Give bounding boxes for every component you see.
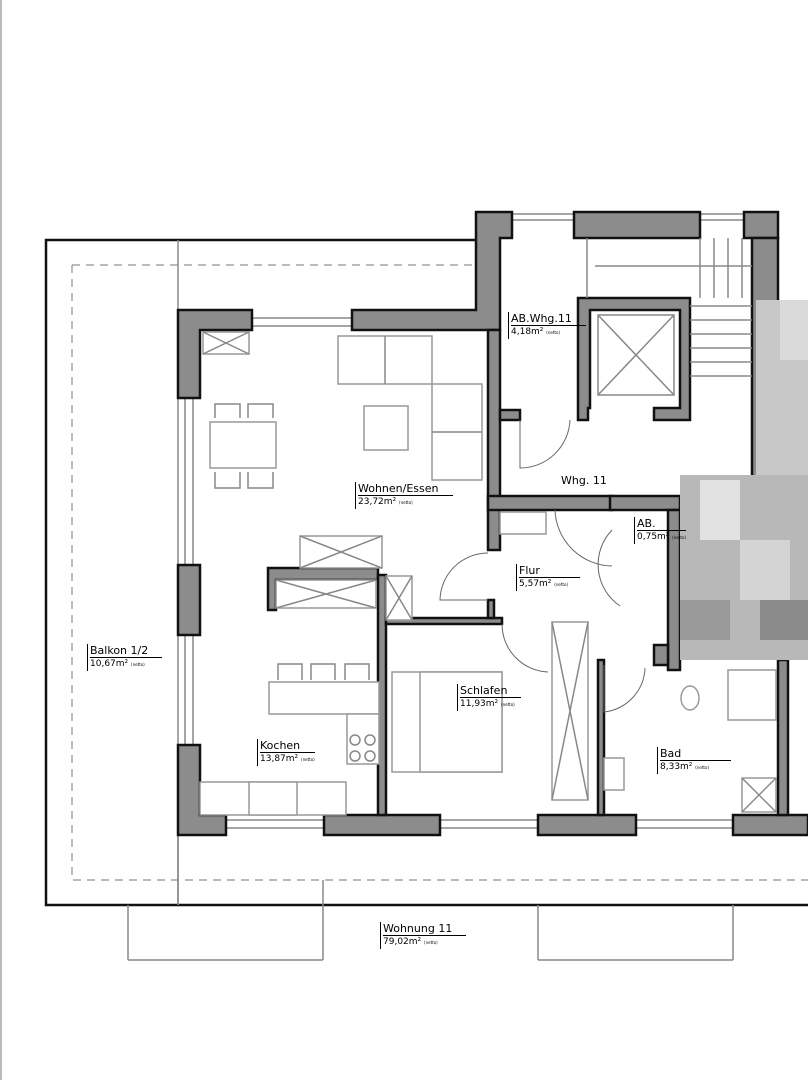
room-area: 23,72m² (netto) <box>358 496 453 509</box>
room-name: AB. <box>637 517 686 531</box>
room-label-wohnen-essen: Wohnen/Essen 23,72m² (netto) <box>355 482 453 509</box>
area-note: (netto) <box>399 500 413 505</box>
room-area: 13,87m² (netto) <box>260 753 315 766</box>
room-name: Bad <box>660 747 732 761</box>
room-label-ab-whg: AB.Whg.11 4,18m² (netto) <box>508 312 586 339</box>
area-value: 79,02m² <box>383 937 422 947</box>
room-area: 0,75m² (netto) <box>637 531 686 544</box>
area-note: (netto) <box>695 765 709 770</box>
obscured-region <box>680 300 808 660</box>
area-value: 5,57m² <box>519 579 552 589</box>
furniture <box>199 331 777 816</box>
room-label-schlafen: Schlafen 11,93m² (netto) <box>457 684 522 711</box>
area-value: 0,75m² <box>637 532 670 542</box>
room-name: Kochen <box>260 739 315 753</box>
room-area: 8,33m² (netto) <box>660 761 731 774</box>
area-note: (netto) <box>424 940 438 945</box>
page-edge <box>0 0 2 1080</box>
area-value: 13,87m² <box>260 754 299 764</box>
area-value: 23,72m² <box>358 497 397 507</box>
room-label-kochen: Kochen 13,87m² (netto) <box>257 739 315 766</box>
area-note: (netto) <box>546 330 560 335</box>
room-label-ab: AB. 0,75m² (netto) <box>634 517 686 544</box>
unit-total-label: Wohnung 11 79,02m² (netto) <box>380 922 467 949</box>
area-value: 4,18m² <box>511 327 544 337</box>
room-area: 4,18m² (netto) <box>511 326 586 339</box>
area-note: (netto) <box>131 662 145 667</box>
room-label-bad: Bad 8,33m² (netto) <box>657 747 732 774</box>
room-area: 11,93m² (netto) <box>460 698 521 711</box>
elevator <box>597 314 675 396</box>
area-value: 10,67m² <box>90 659 129 669</box>
room-label-balkon: Balkon 1/2 10,67m² (netto) <box>87 644 163 671</box>
doors <box>439 419 646 713</box>
room-name: AB.Whg.11 <box>511 312 586 326</box>
area-note: (netto) <box>672 535 686 540</box>
area-note: (netto) <box>301 757 315 762</box>
unit-name: Wohnung 11 <box>383 922 467 936</box>
area-value: 8,33m² <box>660 762 693 772</box>
area-note: (netto) <box>501 702 515 707</box>
room-name: Wohnen/Essen <box>358 482 453 496</box>
room-area: 10,67m² (netto) <box>90 658 162 671</box>
unit-label: Whg. 11 <box>561 474 607 487</box>
room-label-flur: Flur 5,57m² (netto) <box>516 564 580 591</box>
area-value: 11,93m² <box>460 699 499 709</box>
staircase <box>586 238 752 377</box>
room-name: Schlafen <box>460 684 522 698</box>
unit-area: 79,02m² (netto) <box>383 936 466 949</box>
room-area: 5,57m² (netto) <box>519 578 580 591</box>
room-name: Balkon 1/2 <box>90 644 163 658</box>
area-note: (netto) <box>554 582 568 587</box>
room-name: Flur <box>519 564 580 578</box>
